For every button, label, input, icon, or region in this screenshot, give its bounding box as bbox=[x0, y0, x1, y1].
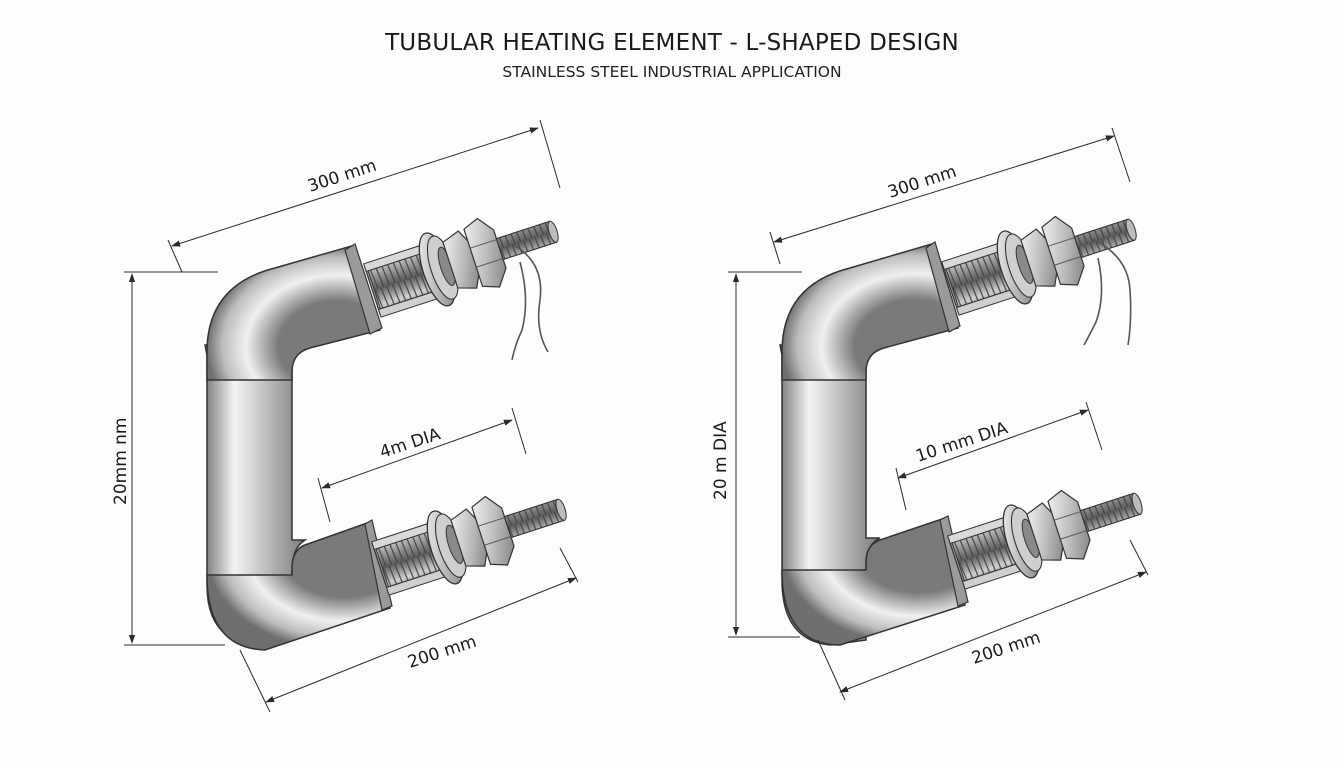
lead-wire-left-1 bbox=[511, 243, 549, 353]
terminal-bottom-left bbox=[367, 471, 578, 606]
lead-wire-right-1 bbox=[1089, 237, 1132, 346]
dim-line-inner-right bbox=[897, 409, 1089, 479]
terminal-bottom-right bbox=[943, 465, 1154, 600]
dim-label-inner-left: 4m DIA bbox=[377, 424, 443, 462]
dimensions-left bbox=[124, 119, 579, 713]
dim-label-bottom-length-left: 200 mm bbox=[405, 632, 479, 673]
dim-line-top-length-right bbox=[773, 135, 1115, 243]
dim-line-bottom-length-left bbox=[265, 577, 577, 703]
dim-label-height-left: 20mm nm bbox=[111, 418, 131, 506]
dim-label-bottom-length-right: 200 mm bbox=[969, 628, 1043, 669]
lead-wire-right-2 bbox=[1083, 257, 1103, 346]
heating-element-right bbox=[779, 191, 1154, 646]
lead-wire-left-2 bbox=[511, 261, 527, 361]
heating-element-left bbox=[204, 193, 578, 651]
tube-top-sleeve-right bbox=[925, 241, 961, 333]
page-subtitle: STAINLESS STEEL INDUSTRIAL APPLICATION bbox=[502, 63, 842, 81]
terminal-top-left bbox=[359, 193, 570, 328]
page-title: TUBULAR HEATING ELEMENT - L-SHAPED DESIG… bbox=[385, 30, 959, 56]
dim-line-inner-left bbox=[321, 419, 513, 489]
dim-label-top-length-right: 300 mm bbox=[885, 162, 959, 203]
terminal-top-right bbox=[937, 191, 1148, 326]
dim-line-bottom-length-right bbox=[839, 571, 1147, 693]
dim-line-top-length-left bbox=[171, 127, 539, 247]
dim-label-height-right: 20 m DIA bbox=[711, 421, 731, 500]
header: TUBULAR HEATING ELEMENT - L-SHAPED DESIG… bbox=[0, 28, 1344, 82]
dimensions-right bbox=[728, 127, 1149, 701]
